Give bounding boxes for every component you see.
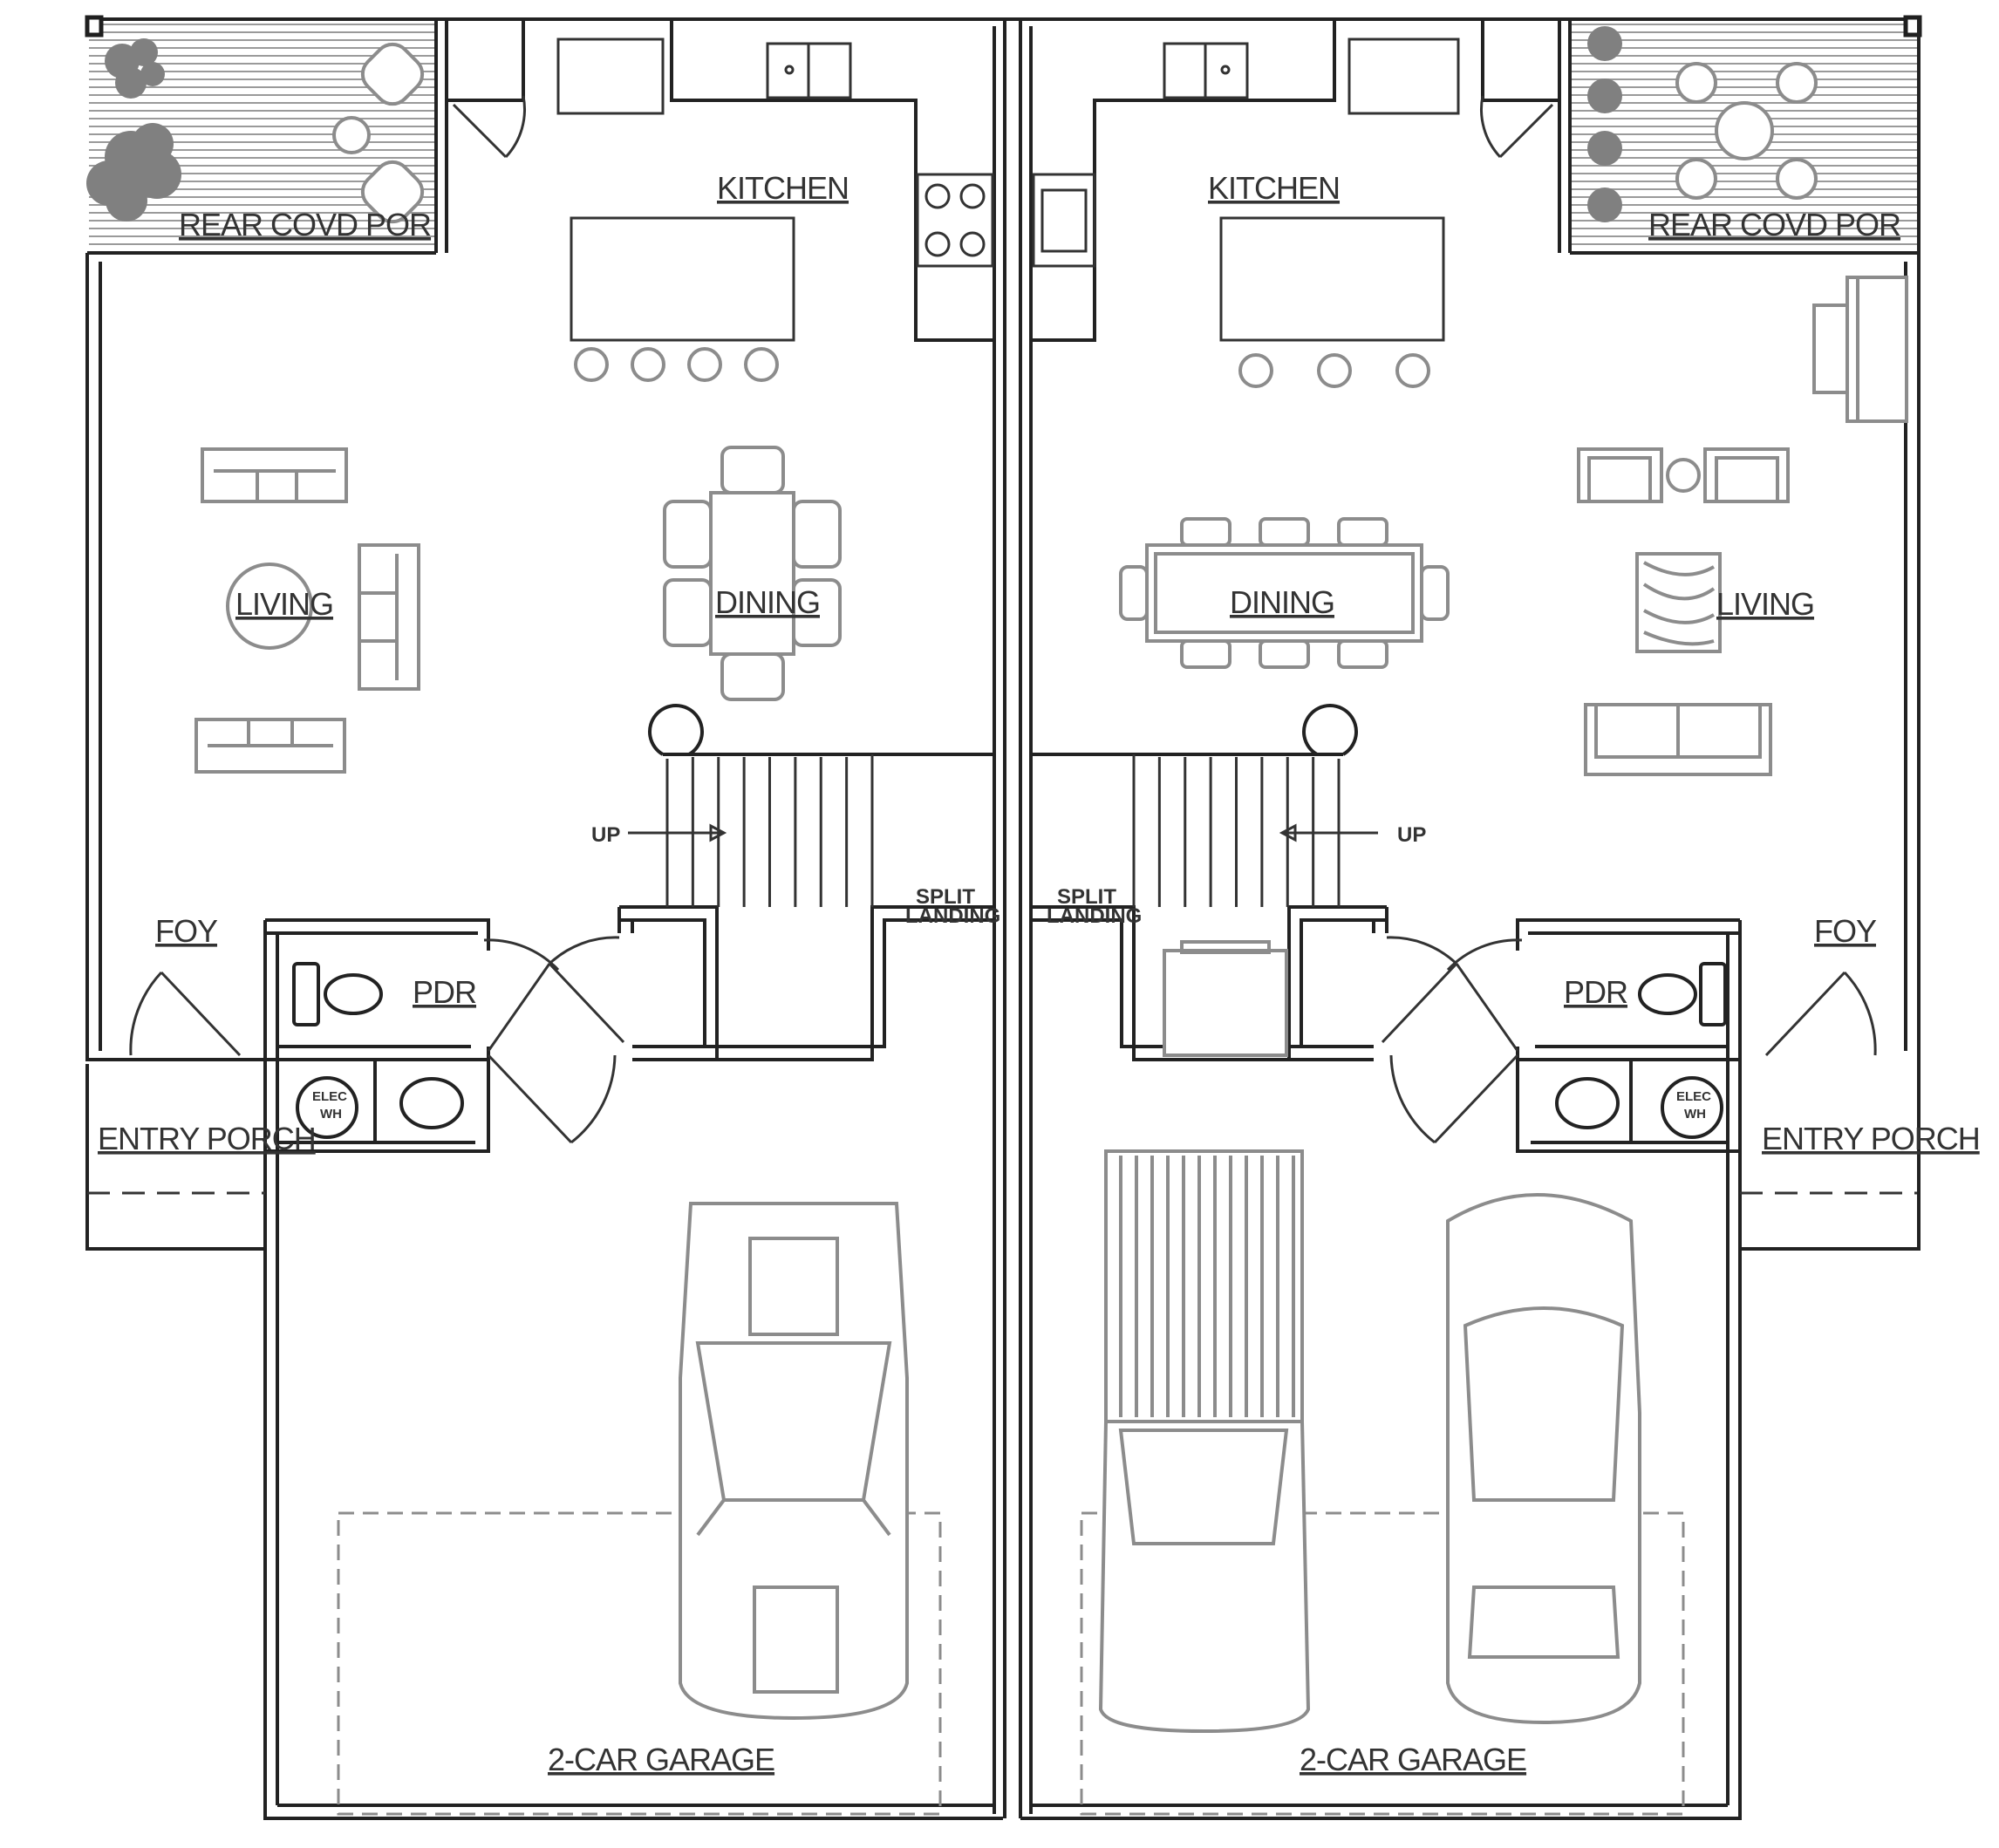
interior-walls: [87, 17, 1742, 1153]
stair-up-label: UP: [591, 823, 620, 847]
garage-label: 2-CAR GARAGE: [1300, 1742, 1526, 1777]
bar-stool: [744, 347, 779, 382]
bar-stool: [1317, 353, 1352, 388]
foyer-label: FOY: [155, 913, 218, 949]
kitchen-label: KITCHEN: [1208, 170, 1340, 206]
rear-porch-label: REAR COVD POR: [1648, 207, 1900, 242]
entry-porch-label: ENTRY PORCH: [98, 1121, 316, 1156]
powder-room-label: PDR: [1564, 974, 1627, 1010]
split-landing-label-2: LANDING: [905, 904, 1000, 928]
plant-icon: [86, 38, 181, 222]
dining-label: DINING: [715, 584, 820, 620]
furniture-right: [1119, 276, 1908, 1139]
rear-porch-left-furniture: [86, 38, 425, 224]
kitchen-label: KITCHEN: [717, 170, 849, 206]
entry-porch-lines: [87, 1060, 1921, 1251]
elec-wh-label: ELEC: [312, 1089, 347, 1104]
entry-porch-label: ENTRY PORCH: [1762, 1121, 1980, 1156]
garage-label: 2-CAR GARAGE: [548, 1742, 774, 1777]
elec-wh-label: ELEC: [1676, 1089, 1711, 1104]
exterior-walls: [85, 15, 1922, 1820]
kitchen-right: [1031, 19, 1460, 342]
dining-label: DINING: [1230, 584, 1334, 620]
garage-doors: [337, 1511, 1685, 1816]
rear-porch-right-furniture: [1587, 26, 1818, 222]
rear-porch-label: REAR COVD POR: [179, 207, 431, 242]
powder-room-label: PDR: [413, 974, 476, 1010]
bar-stool: [574, 347, 609, 382]
elec-wh-label-2: WH: [1684, 1107, 1706, 1122]
bar-stools-right: [1238, 353, 1430, 388]
car-right: [1446, 1193, 1641, 1725]
split-landing-label: SPLIT: [916, 885, 975, 909]
split-landing-label-2: LANDING: [1047, 904, 1142, 928]
stairs-right: [1132, 704, 1378, 907]
labels-left: REAR COVD POR KITCHEN LIVING DINING UP S…: [98, 170, 1000, 1777]
foyer-label: FOY: [1814, 913, 1877, 949]
bar-stool: [1395, 353, 1430, 388]
furniture-left: [194, 446, 842, 1139]
bar-stools-left: [574, 347, 779, 382]
stairs-left: [628, 704, 874, 907]
split-landing-label: SPLIT: [1057, 885, 1116, 909]
plant-icon: [1587, 26, 1622, 222]
bar-stool: [631, 347, 665, 382]
elec-wh-label-2: WH: [320, 1107, 342, 1122]
doors: [129, 17, 1877, 1144]
rear-porch-right-hatch: [1572, 24, 1917, 245]
kitchen-left: [556, 19, 994, 342]
car-left: [679, 1202, 909, 1721]
labels-right: REAR COVD POR KITCHEN LIVING DINING UP S…: [1047, 170, 1981, 1777]
living-label: LIVING: [1716, 586, 1814, 622]
bar-stool: [687, 347, 722, 382]
stair-up-label: UP: [1397, 823, 1426, 847]
bar-stool: [1238, 353, 1273, 388]
truck-right: [1098, 1149, 1311, 1734]
living-label: LIVING: [235, 586, 333, 622]
